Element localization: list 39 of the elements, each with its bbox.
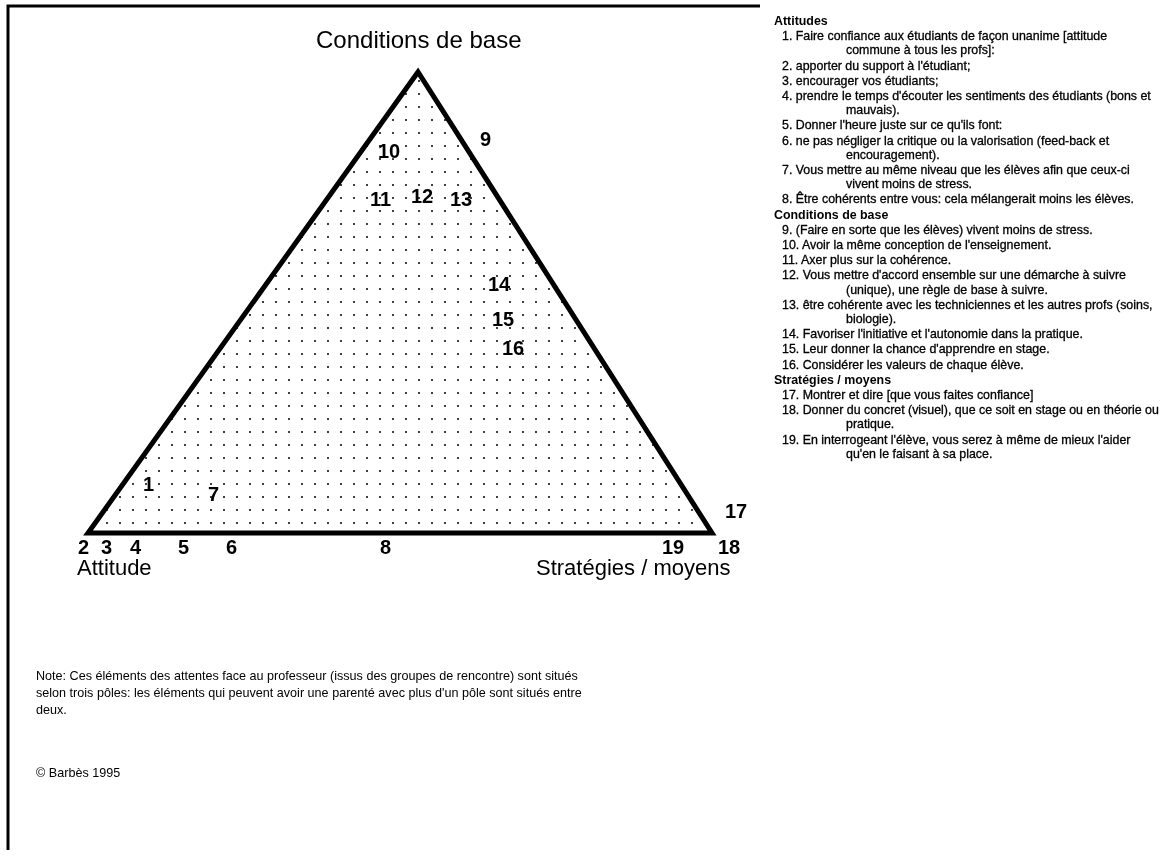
item-number: 1 xyxy=(143,473,155,496)
item-number: 5 xyxy=(178,536,190,559)
list-item: 1. Faire confiance aux étudiants de façon unanime [attitude commune à tous les profs]: xyxy=(781,29,1109,58)
item-number: 6 xyxy=(226,536,238,559)
list-item: 13. être cohérente avec les techniciennes et les autres profs (soins, biologie). xyxy=(781,297,1154,327)
list-heading: Conditions de base xyxy=(774,207,890,222)
list-item: 11. Axer plus sur la cohérence. xyxy=(781,253,953,268)
list-item: 6. ne pas négliger la critique ou la valorisation (feed-back et encouragement). xyxy=(781,133,1111,163)
item-number: 16 xyxy=(502,337,525,360)
pole-label: Conditions de base xyxy=(316,26,522,54)
item-number: 9 xyxy=(480,128,492,151)
list-item: 19. En interrogeant l'élève, vous serez à même de mieux l'aider qu'en le faisant à sa place. xyxy=(781,432,1132,462)
list-item: 2. apporter du support à l'étudiant; xyxy=(781,58,972,73)
item-number: 10 xyxy=(378,140,401,163)
item-number: 13 xyxy=(450,188,473,211)
list-heading: Stratégies / moyens xyxy=(774,372,893,388)
item-number: 11 xyxy=(370,188,392,211)
item-number: 17 xyxy=(725,500,748,523)
list-item: 9. (Faire en sorte que les élèves) vivent moins de stress. xyxy=(781,222,1094,238)
item-number: 7 xyxy=(208,483,220,506)
note-text: Note: Ces éléments des attentes face au professeur (issus des groupes de rencontre) sont situés selon trois pôles: les éléments qui peuvent avoir une parenté avec plus d'un pôle sont situés entre deux. xyxy=(36,668,583,719)
item-number: 15 xyxy=(492,308,515,331)
item-number: 8 xyxy=(380,536,392,559)
list-item: 14. Favoriser l'initiative et l'autonomie dans la pratique. xyxy=(781,327,1084,342)
list-item: 18. Donner du concret (visuel), que ce soit en stage ou en théorie ou pratique. xyxy=(781,403,1160,432)
copyright-text: © Barbès 1995 xyxy=(36,766,121,780)
list-heading: Attitudes xyxy=(774,14,829,29)
list-item: 8. Être cohérents entre vous: cela mélangerait moins les élèves. xyxy=(781,192,1135,207)
list-item: 7. Vous mettre au même niveau que les élèves afin que ceux-ci vivent moins de stress. xyxy=(781,163,1131,192)
list-item: 15. Leur donner la chance d'apprendre en stage. xyxy=(781,342,1051,357)
item-number: 12 xyxy=(411,185,434,208)
list-item: 17. Montrer et dire [que vous faites confiance] xyxy=(781,388,1035,403)
list-item: 4. prendre le temps d'écouter les sentiments des étudiants (bons et mauvais). xyxy=(781,89,1152,118)
list-item: 3. encourager vos étudiants; xyxy=(781,73,940,88)
list-item: 5. Donner l'heure juste sur ce qu'ils font: xyxy=(781,118,1004,133)
list-item: 16. Considérer les valeurs de chaque élève. xyxy=(781,357,1025,372)
list-item: 12. Vous mettre d'accord ensemble sur une démarche à suivre (unique), une règle de base à suivre. xyxy=(781,268,1127,297)
item-number: 14 xyxy=(488,273,511,296)
list-item: 10. Avoir la même conception de l'enseignement. xyxy=(781,238,1053,253)
